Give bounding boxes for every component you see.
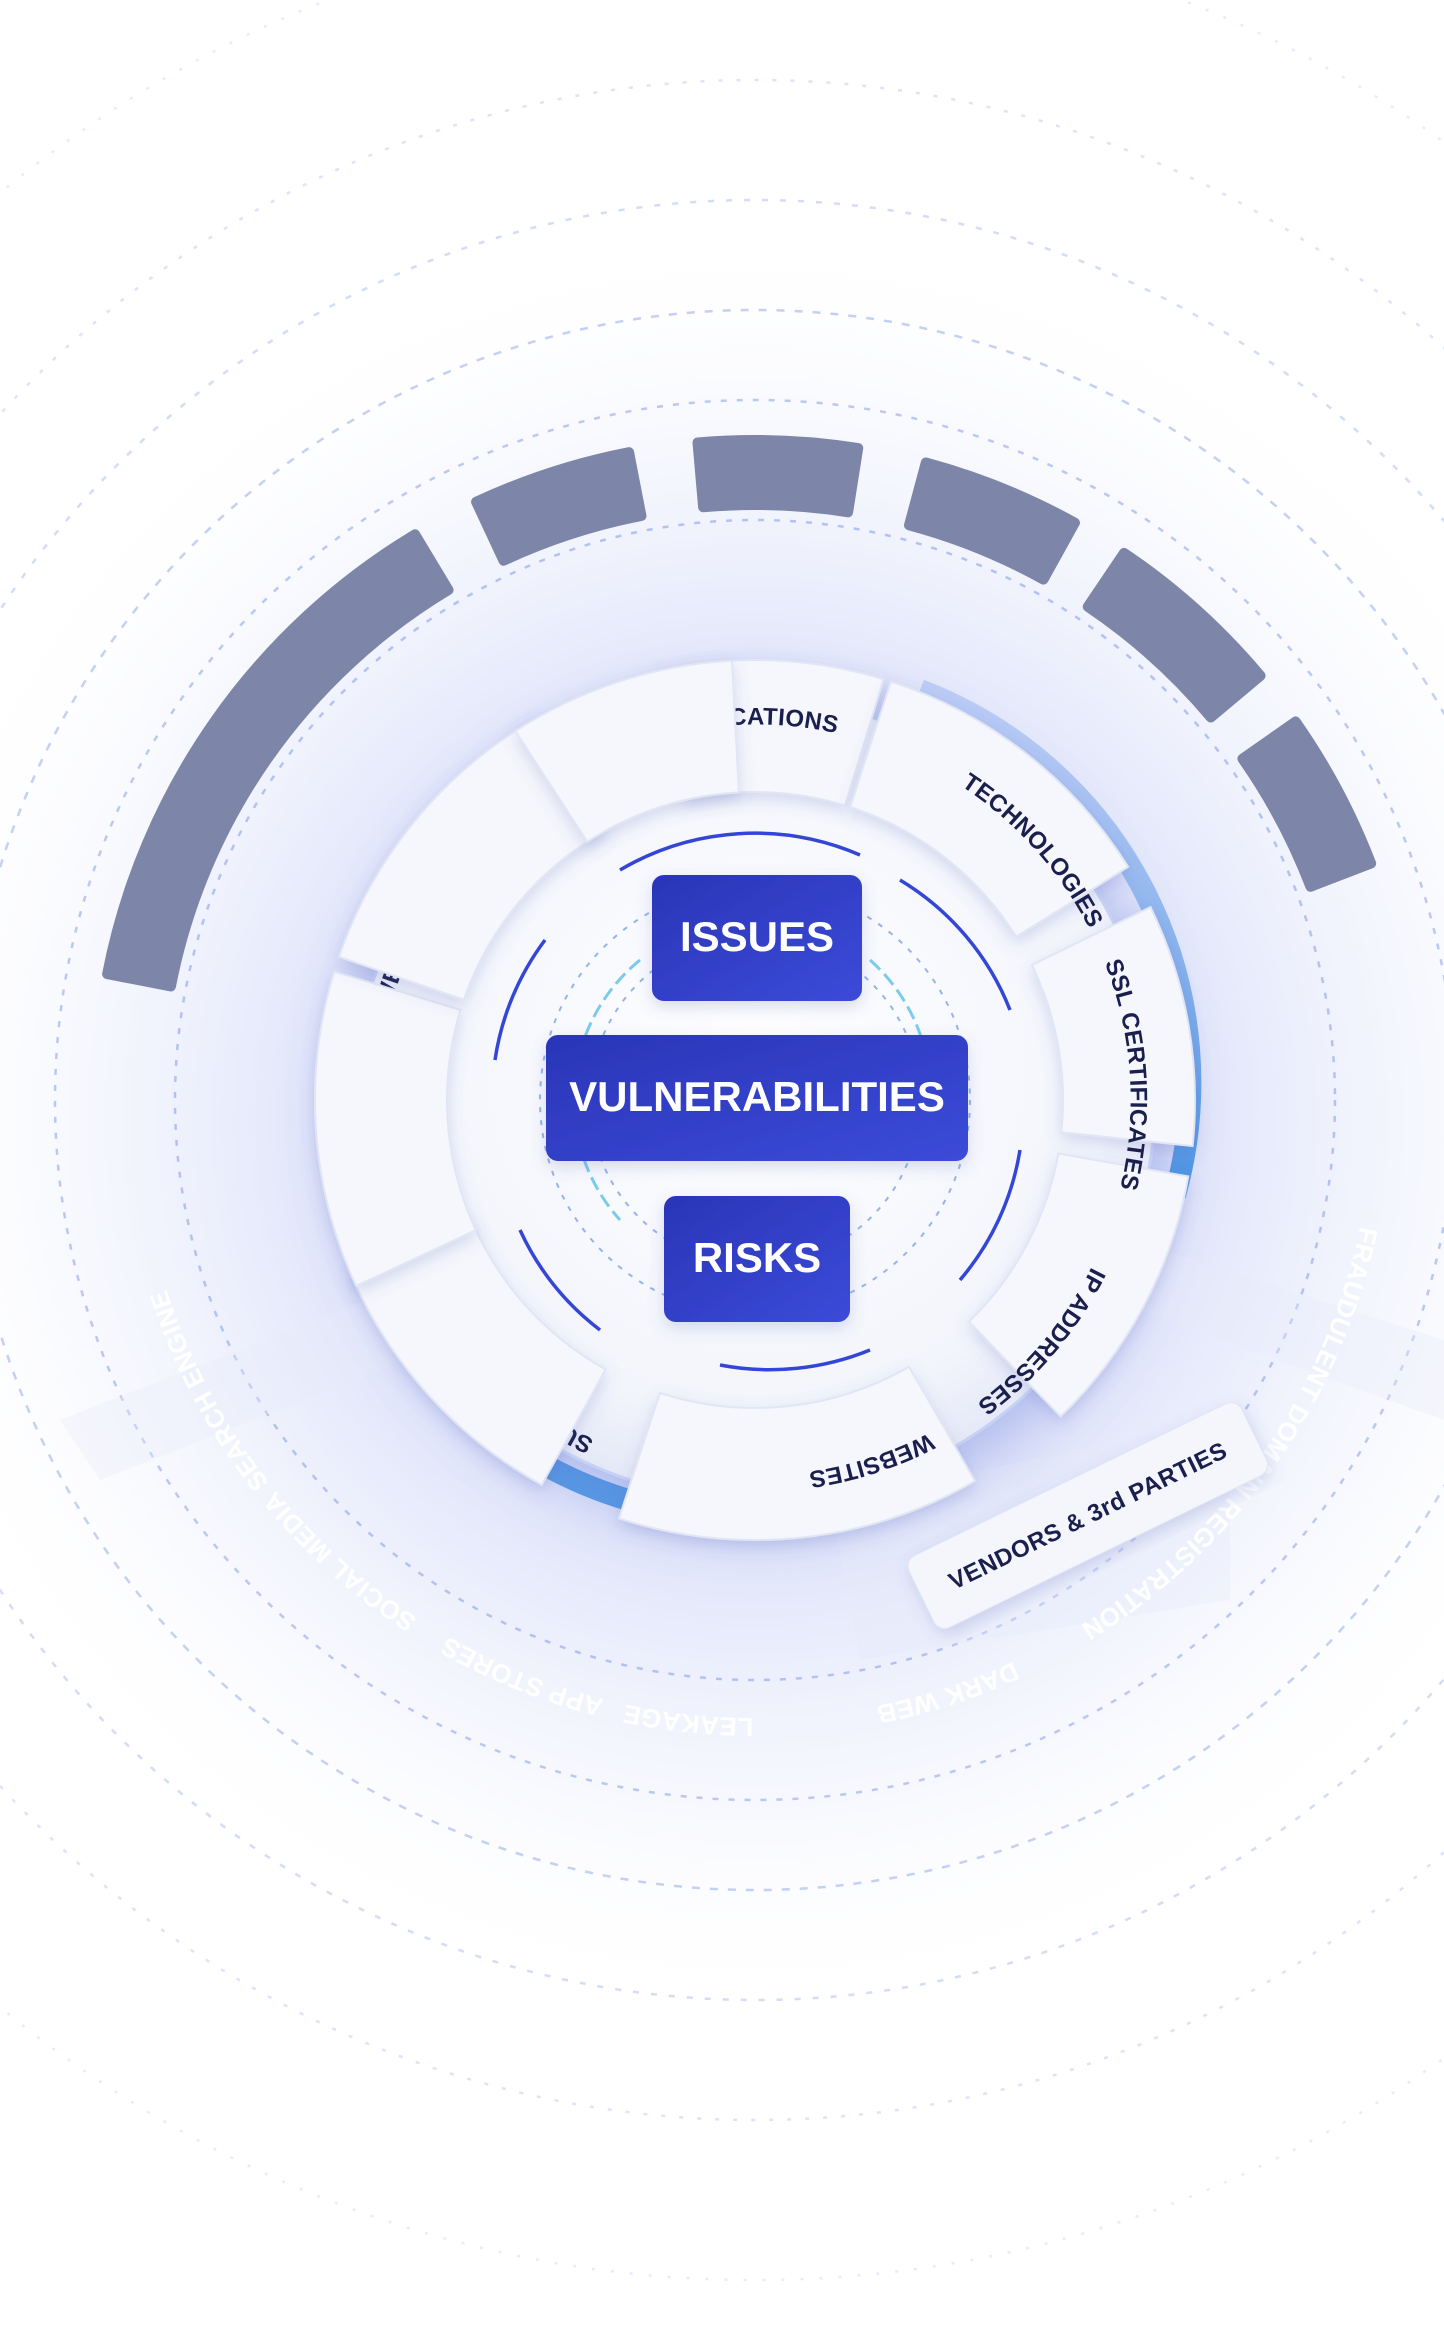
outer-pill-dark-web	[471, 447, 647, 566]
inner-segment-web-applications	[617, 1365, 977, 1541]
outer-pill-app-stores	[903, 457, 1080, 585]
outer-pill-social-media	[1082, 547, 1266, 723]
inner-segment-ssl-certificates	[314, 970, 478, 1288]
inner-accent-arcs	[493, 831, 1022, 1372]
issues-box: ISSUES	[652, 875, 862, 1001]
inner-segment-subdomains	[848, 680, 1130, 939]
outer-pill-email-leakage	[692, 435, 864, 518]
vulnerabilities-box: VULNERABILITIES	[546, 1035, 968, 1161]
outer-pill-search-engine	[1237, 716, 1377, 892]
inner-segment-open-ports	[1030, 905, 1196, 1148]
risks-label: RISKS	[693, 1234, 821, 1281]
outer-pill-fraudulent-domain-registration	[102, 529, 454, 992]
inner-segment-websites	[513, 659, 740, 844]
vulnerabilities-label: VULNERABILITIES	[569, 1073, 945, 1120]
risks-box: RISKS	[664, 1196, 850, 1322]
issues-label: ISSUES	[680, 913, 834, 960]
background-rings	[0, 0, 1444, 2281]
inner-segment-web-servers	[967, 1152, 1190, 1418]
